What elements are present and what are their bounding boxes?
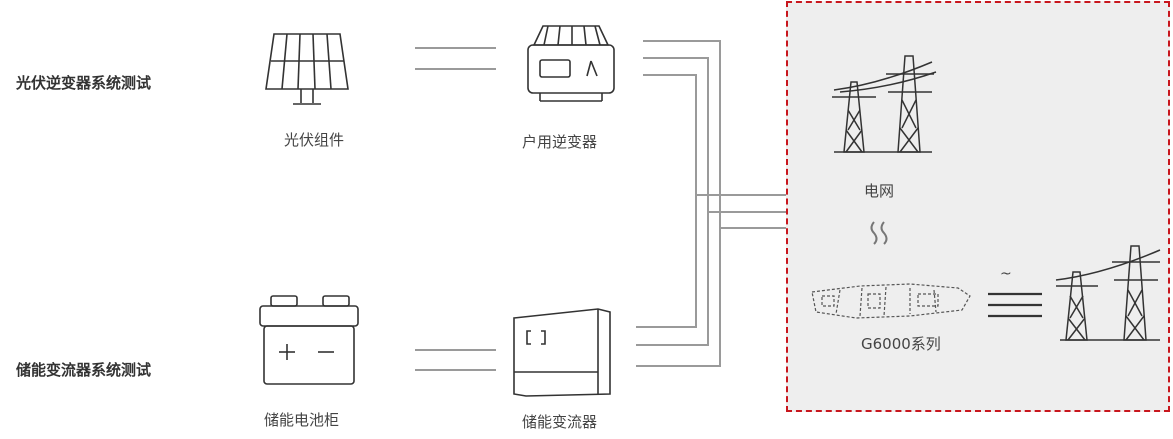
ac-symbol: ~: [1000, 266, 1012, 282]
grid-tower-icon: [832, 55, 937, 153]
ac-line-inv-2: [643, 57, 786, 213]
grid-tower-output-icon: [1055, 245, 1161, 341]
ac-line-inv-1: [643, 40, 786, 229]
connection-lines: [415, 40, 786, 371]
g6000-label: G6000系列: [861, 335, 941, 353]
solar-panel-icon: [265, 33, 349, 105]
battery-cabinet-label: 储能电池柜: [264, 411, 340, 429]
ac-line-pcs-2: [636, 212, 709, 346]
home-inverter-label: 户用逆变器: [522, 133, 598, 151]
pcs-icon: [513, 308, 611, 397]
ac-line-inv-3: [643, 74, 786, 196]
coupling-wave-icon: [870, 221, 888, 245]
pv-module-label: 光伏组件: [284, 131, 345, 149]
home-inverter-icon: [527, 25, 615, 102]
pcs-label: 储能变流器: [522, 413, 598, 431]
grid-label: 电网: [864, 182, 895, 200]
ac-output-lines: [988, 292, 1042, 318]
ac-line-pcs-1: [636, 195, 697, 328]
grid-simulator-area: [786, 1, 1170, 412]
ac-line-pcs-3: [636, 228, 721, 367]
g6000-equipment-icon: [811, 283, 971, 319]
battery-icon: [259, 295, 359, 385]
storage-pcs-test-title: 储能变流器系统测试: [16, 361, 152, 379]
pv-inverter-test-title: 光伏逆变器系统测试: [16, 74, 152, 92]
